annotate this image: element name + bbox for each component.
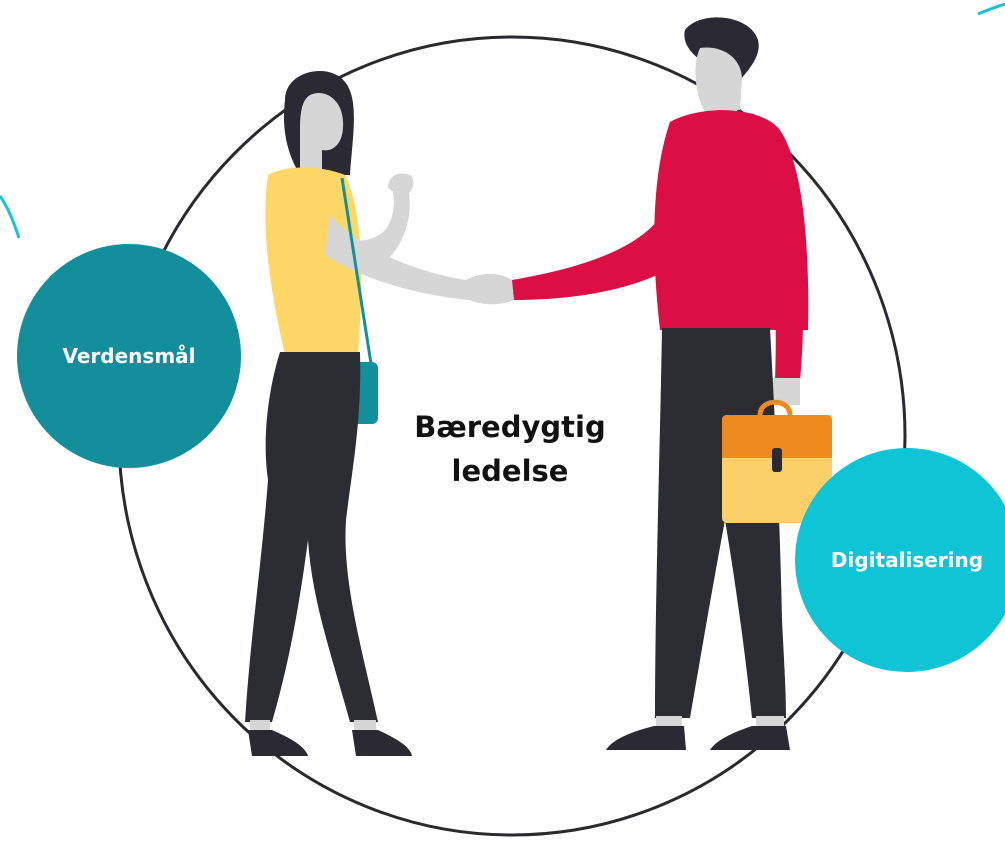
man-left-shoe	[606, 726, 686, 750]
man-right-shoe	[710, 726, 790, 750]
bubble-digitalisering: Digitalisering	[795, 448, 1005, 672]
accent-stroke-top-right	[977, 2, 1005, 16]
woman-fist	[388, 173, 414, 198]
bubble-verdensmaal: Verdensmål	[17, 244, 241, 468]
man-hand	[770, 378, 800, 405]
briefcase-flap	[722, 415, 832, 458]
man-left-ankle	[656, 716, 682, 728]
man-face	[695, 47, 742, 113]
man-hanging-arm	[760, 150, 804, 380]
phone-strap	[340, 177, 374, 371]
woman-handshake-arm	[325, 215, 500, 302]
briefcase-handle	[757, 399, 793, 416]
woman-left-shoe	[248, 730, 308, 756]
woman-face	[300, 93, 344, 182]
man-right-ankle	[756, 716, 784, 728]
clasped-hands	[466, 274, 514, 305]
briefcase-lock	[772, 448, 782, 472]
woman-right-shoe	[352, 730, 412, 756]
woman-left-ankle	[250, 720, 270, 732]
woman-figure	[245, 70, 500, 756]
woman-right-ankle	[354, 720, 376, 732]
woman-top	[265, 167, 362, 355]
man-figure	[466, 17, 832, 750]
center-topic-line-2: ledelse	[451, 454, 569, 488]
center-topic-label: Bæredygtig ledelse	[385, 405, 635, 493]
woman-trousers	[245, 352, 378, 722]
center-topic-line-1: Bæredygtig	[414, 410, 606, 444]
man-handshake-arm	[512, 200, 700, 300]
man-hair	[684, 17, 759, 78]
accent-stroke-left	[0, 195, 21, 239]
briefcase	[722, 399, 832, 523]
